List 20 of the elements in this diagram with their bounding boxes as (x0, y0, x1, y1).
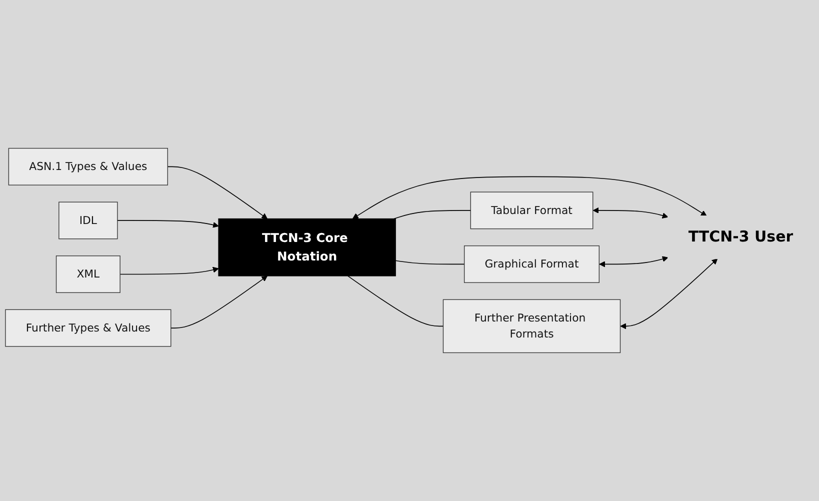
node-box: Tabular Format (470, 192, 594, 230)
arrow (120, 266, 219, 275)
node-box: Further Presentation Formats (442, 299, 621, 354)
connector (347, 276, 444, 327)
arrow (592, 207, 668, 218)
node-box: XML (56, 256, 120, 293)
node-box: TTCN-3 Core Notation (218, 218, 396, 276)
arrow (352, 176, 707, 219)
arrow (167, 166, 268, 220)
arrow (117, 220, 219, 228)
arrow (170, 276, 268, 328)
arrow (599, 256, 668, 268)
connector (395, 260, 465, 265)
node-box: IDL (58, 202, 118, 240)
arrow (620, 258, 718, 330)
node-box: Graphical Format (464, 245, 600, 283)
node-text: TTCN-3 User (688, 228, 794, 246)
node-box: Further Types & Values (5, 309, 172, 347)
node-box: ASN.1 Types & Values (8, 148, 168, 186)
connector (394, 210, 472, 220)
